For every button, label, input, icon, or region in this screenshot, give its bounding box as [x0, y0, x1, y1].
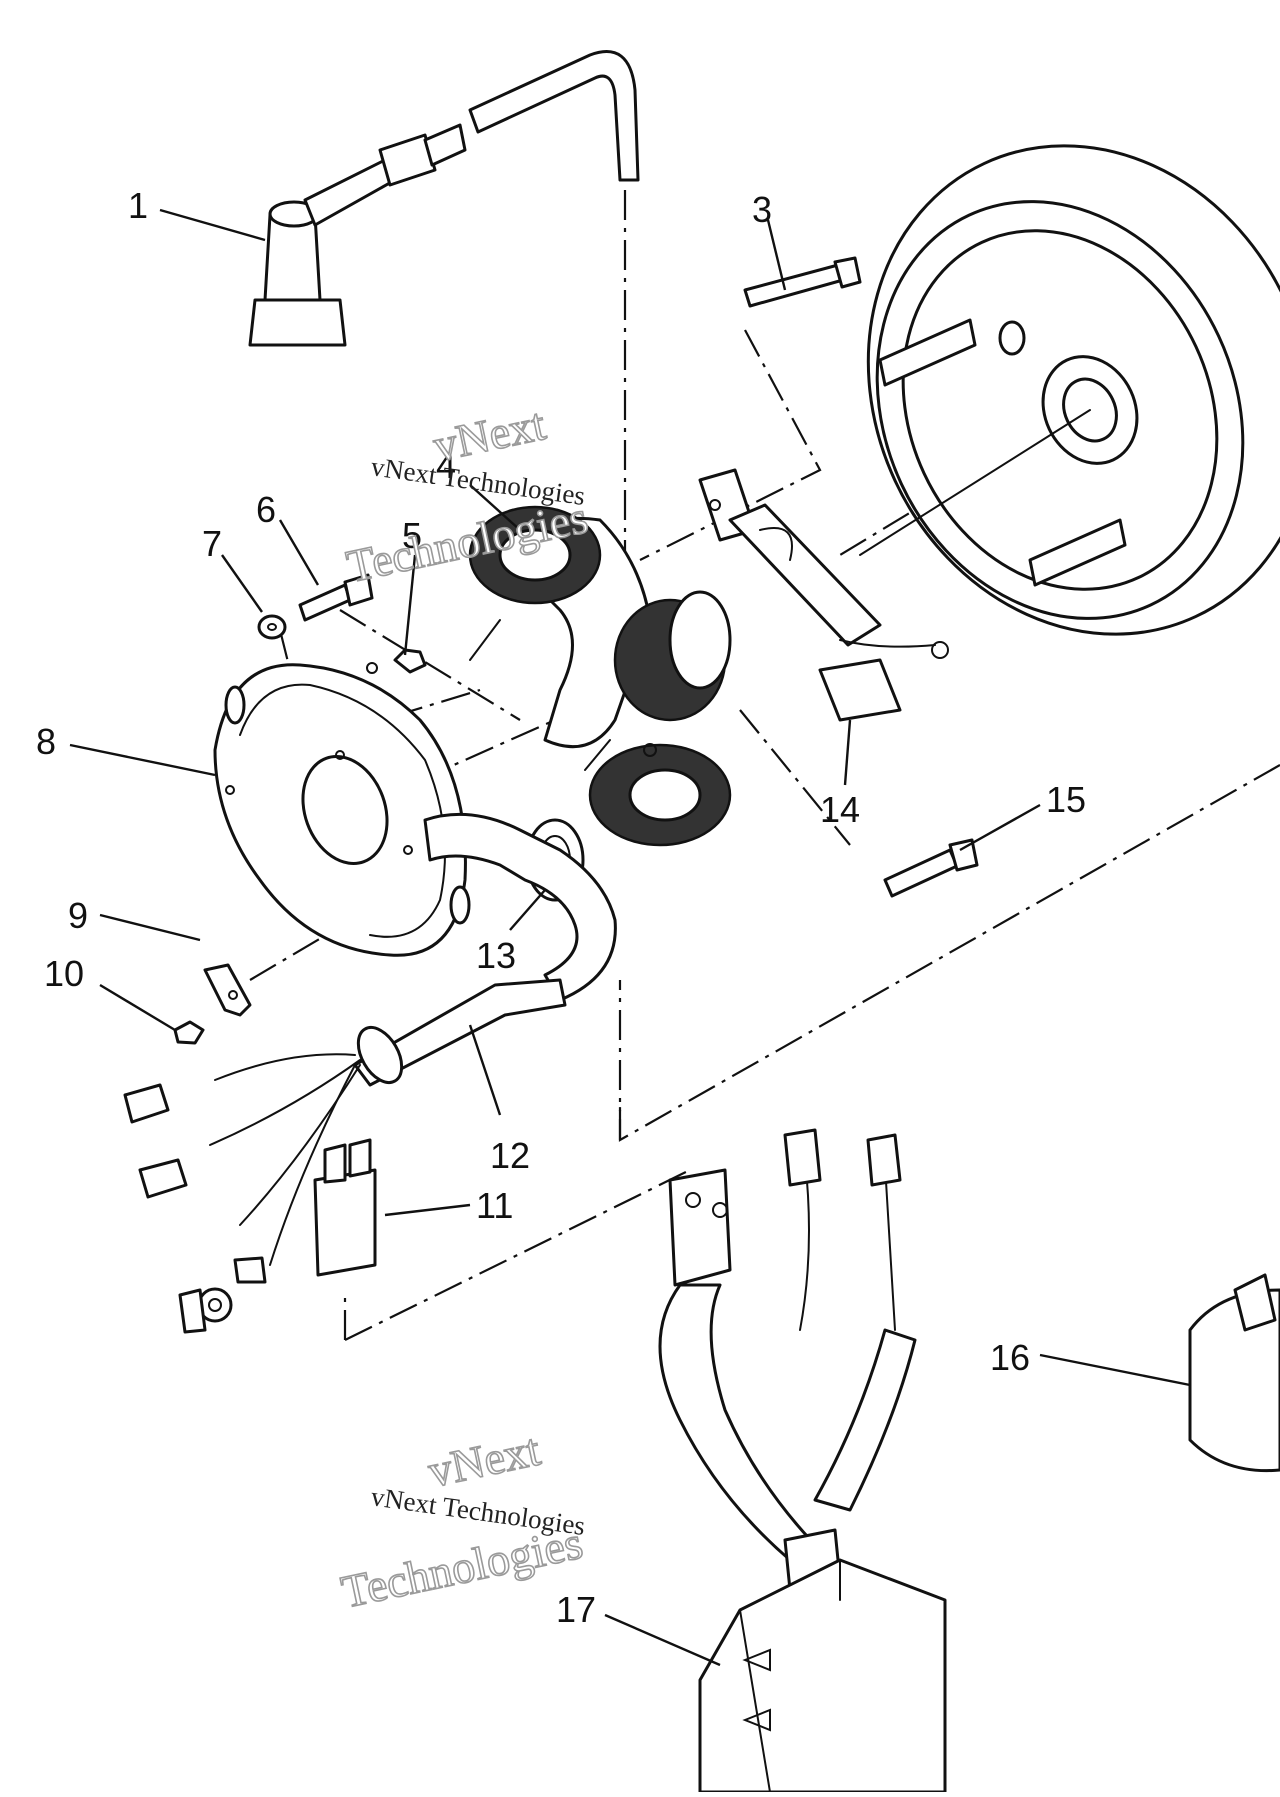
callout-16: 16	[990, 1337, 1030, 1378]
callout-1: 1	[128, 185, 148, 226]
callout-14: 14	[820, 789, 860, 830]
screw-10-part	[173, 1020, 205, 1045]
callout-17: 17	[556, 1589, 596, 1630]
callout-13: 13	[476, 935, 516, 976]
pulser-coil-part	[698, 468, 949, 722]
callout-11: 11	[476, 1185, 513, 1226]
callout-15: 15	[1046, 779, 1086, 820]
callout-12: 12	[490, 1135, 530, 1176]
callout-4: 4	[436, 445, 456, 486]
cdi-unit-17-part	[658, 1128, 947, 1794]
watermark-line1: vNext	[429, 398, 550, 471]
washer-7-part	[257, 614, 287, 640]
screw-15-part	[883, 838, 979, 898]
callout-10: 10	[44, 953, 84, 994]
watermark-line1-lower: vNext	[424, 1424, 545, 1497]
callout-3: 3	[752, 189, 772, 230]
callout-8: 8	[36, 721, 56, 762]
callout-9: 9	[68, 895, 88, 936]
callout-5: 5	[402, 515, 422, 556]
callout-6: 6	[256, 489, 276, 530]
leader-lines	[69, 208, 1191, 1667]
ignition-unit-16-part	[1188, 1273, 1280, 1473]
screw-3-part	[743, 256, 862, 308]
callout-labels: 1 3 4 5 6 7 8 9 10 11 12 13 14 15 16 17	[36, 185, 1086, 1630]
wire-harness-part	[123, 812, 617, 1334]
stator-plate-part	[213, 663, 471, 957]
screw-6-part	[298, 573, 374, 622]
spark-plug-cap-part	[248, 50, 640, 347]
connector-11-part	[313, 1138, 377, 1277]
watermark-small-lower: vNext Technologies	[369, 1481, 587, 1541]
screw-5-part	[366, 648, 427, 674]
clamp-9-part	[203, 963, 252, 1017]
flywheel-part	[859, 144, 1280, 636]
callout-7: 7	[202, 523, 222, 564]
stator-part	[468, 505, 732, 847]
